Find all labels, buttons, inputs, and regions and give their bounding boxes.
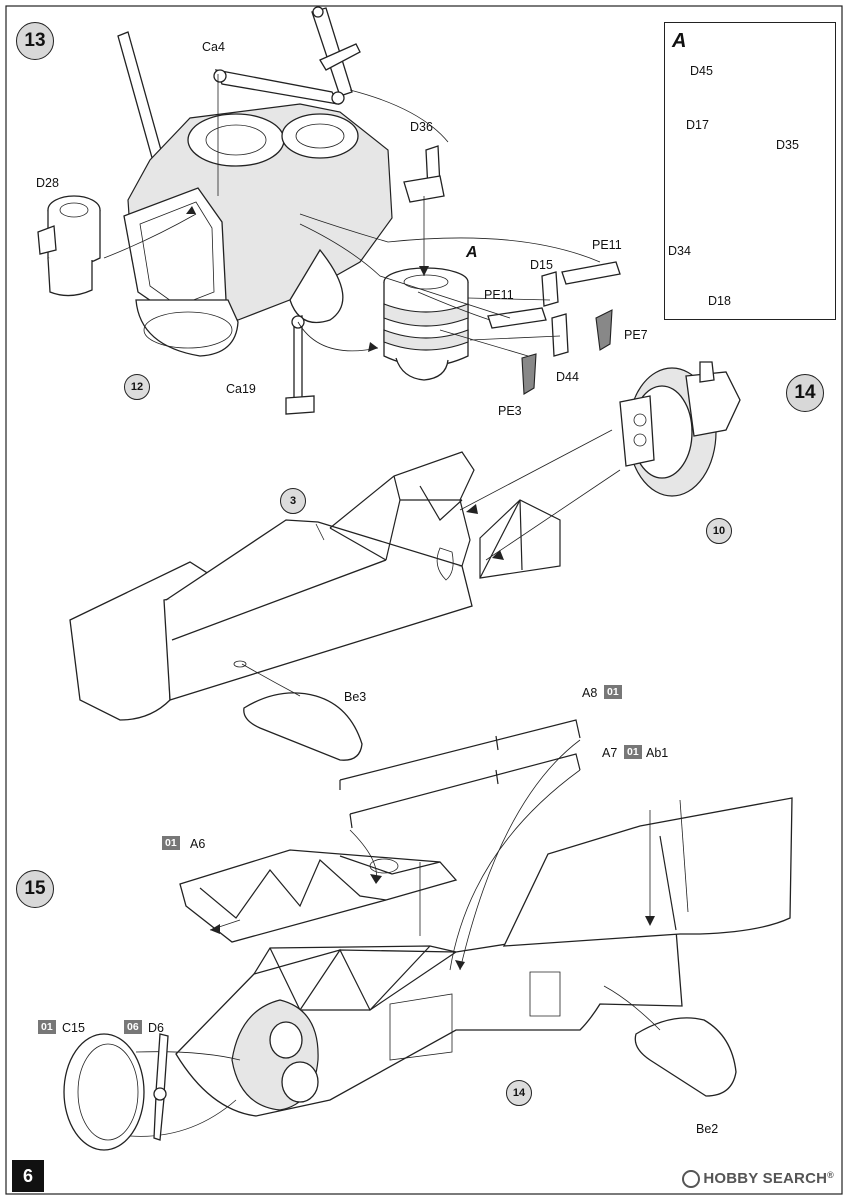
step-15-badge: 15 xyxy=(16,870,54,908)
label-d44: D44 xyxy=(556,370,579,384)
label-d34: D34 xyxy=(668,244,691,258)
step-13-badge: 13 xyxy=(16,22,54,60)
step15-airframe-drawing xyxy=(63,719,793,1151)
label-ca4: Ca4 xyxy=(202,40,225,54)
label-ca19: Ca19 xyxy=(226,382,256,396)
step-14-badge: 14 xyxy=(786,374,824,412)
label-d17: D17 xyxy=(686,118,709,132)
step13-engine-drawing xyxy=(37,6,621,415)
watermark: HOBBY SEARCH® xyxy=(682,1170,834,1189)
color-code-a8: 01 xyxy=(604,685,622,699)
color-code-a6: 01 xyxy=(162,836,180,850)
label-d6: D6 xyxy=(148,1021,164,1035)
watermark-logo-icon xyxy=(682,1170,701,1189)
color-code-d6: 06 xyxy=(124,1020,142,1034)
watermark-reg-mark: ® xyxy=(827,1170,834,1180)
label-d18: D18 xyxy=(708,294,731,308)
label-be3: Be3 xyxy=(344,690,367,704)
label-d35: D35 xyxy=(776,138,799,152)
label-d36: D36 xyxy=(410,120,433,134)
label-pe11-lower: PE11 xyxy=(484,288,514,302)
label-a6: A6 xyxy=(190,837,206,851)
label-be2: Be2 xyxy=(696,1122,719,1136)
ref-14-badge: 14 xyxy=(506,1080,532,1106)
label-pe11-upper: PE11 xyxy=(592,238,622,252)
sub-assembly-a-mark: A xyxy=(466,244,478,261)
label-c15: C15 xyxy=(62,1021,85,1035)
ref-12-badge: 12 xyxy=(124,374,150,400)
label-d15: D15 xyxy=(530,258,553,272)
label-pe7: PE7 xyxy=(624,328,648,342)
label-d45: D45 xyxy=(690,64,713,78)
color-code-a7: 01 xyxy=(624,745,642,759)
label-ab1: Ab1 xyxy=(646,746,669,760)
ref-3-badge: 3 xyxy=(280,488,306,514)
label-pe3: PE3 xyxy=(498,404,522,418)
page-number: 6 xyxy=(12,1160,44,1192)
color-code-c15: 01 xyxy=(38,1020,56,1034)
part-d28-drawing xyxy=(37,195,101,297)
inset-a-tag: A xyxy=(672,30,687,52)
watermark-brand: HOBBY SEARCH xyxy=(703,1170,828,1187)
step14-fuselage-drawing xyxy=(69,361,741,761)
ref-10-badge: 10 xyxy=(706,518,732,544)
label-d28: D28 xyxy=(36,176,59,190)
label-a8: A8 xyxy=(582,686,598,700)
engine-10-drawing xyxy=(619,361,741,497)
label-a7: A7 xyxy=(602,746,618,760)
inset-a-frame xyxy=(664,22,836,320)
